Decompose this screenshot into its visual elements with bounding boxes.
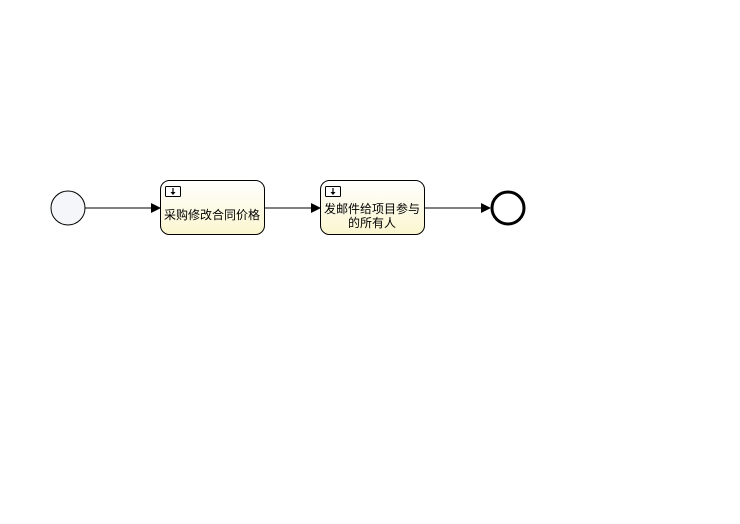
task-2-label-line-1: 发邮件给项目参与: [324, 201, 420, 216]
task-1-label-line-1: 采购修改合同价格: [164, 207, 260, 222]
task-node-2[interactable]: 发邮件给项目参与 的所有人: [320, 180, 425, 235]
task-1-box[interactable]: [160, 180, 265, 235]
end-event[interactable]: [490, 190, 526, 226]
task-2-label-line-2: 的所有人: [348, 215, 396, 230]
task-2-box[interactable]: [320, 180, 425, 235]
service-task-icon: [165, 186, 181, 197]
task-node-1[interactable]: 采购修改合同价格: [160, 180, 265, 235]
start-event[interactable]: [50, 190, 86, 226]
service-task-icon: [325, 186, 341, 197]
